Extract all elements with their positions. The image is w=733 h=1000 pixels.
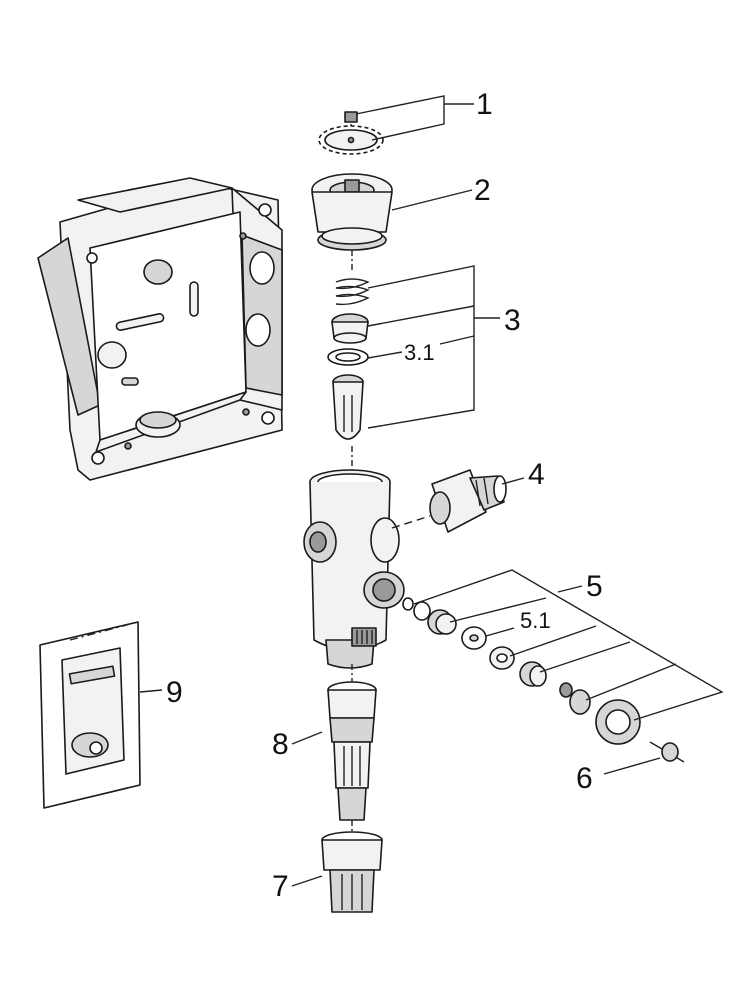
label-part-9: 9: [166, 676, 183, 709]
label-part-5: 5: [586, 570, 603, 603]
leader-lines: [43, 95, 724, 887]
part-2-cap: [311, 173, 393, 251]
part-5-valve-insert-set: [402, 597, 641, 745]
part-6-screw: [649, 741, 685, 763]
mounting-box: [37, 177, 283, 481]
part-1-nut-and-disc: [318, 111, 384, 155]
part-4-connector: [429, 469, 507, 533]
part-3-piston-set: [327, 278, 370, 440]
label-part-2: 2: [474, 174, 491, 207]
part-8-extension: [327, 681, 377, 821]
valve-body: [303, 469, 405, 669]
label-part-4: 4: [528, 458, 545, 491]
label-part-5-1: 5.1: [520, 608, 551, 633]
label-part-6: 6: [576, 762, 593, 795]
label-part-3: 3: [504, 304, 521, 337]
part-7-union-nut: [321, 831, 383, 913]
label-part-1: 1: [476, 88, 493, 121]
label-part-3-1: 3.1: [404, 340, 435, 365]
part-9-spare-packet: [39, 621, 141, 809]
label-part-8: 8: [272, 728, 289, 761]
label-part-7: 7: [272, 870, 289, 903]
